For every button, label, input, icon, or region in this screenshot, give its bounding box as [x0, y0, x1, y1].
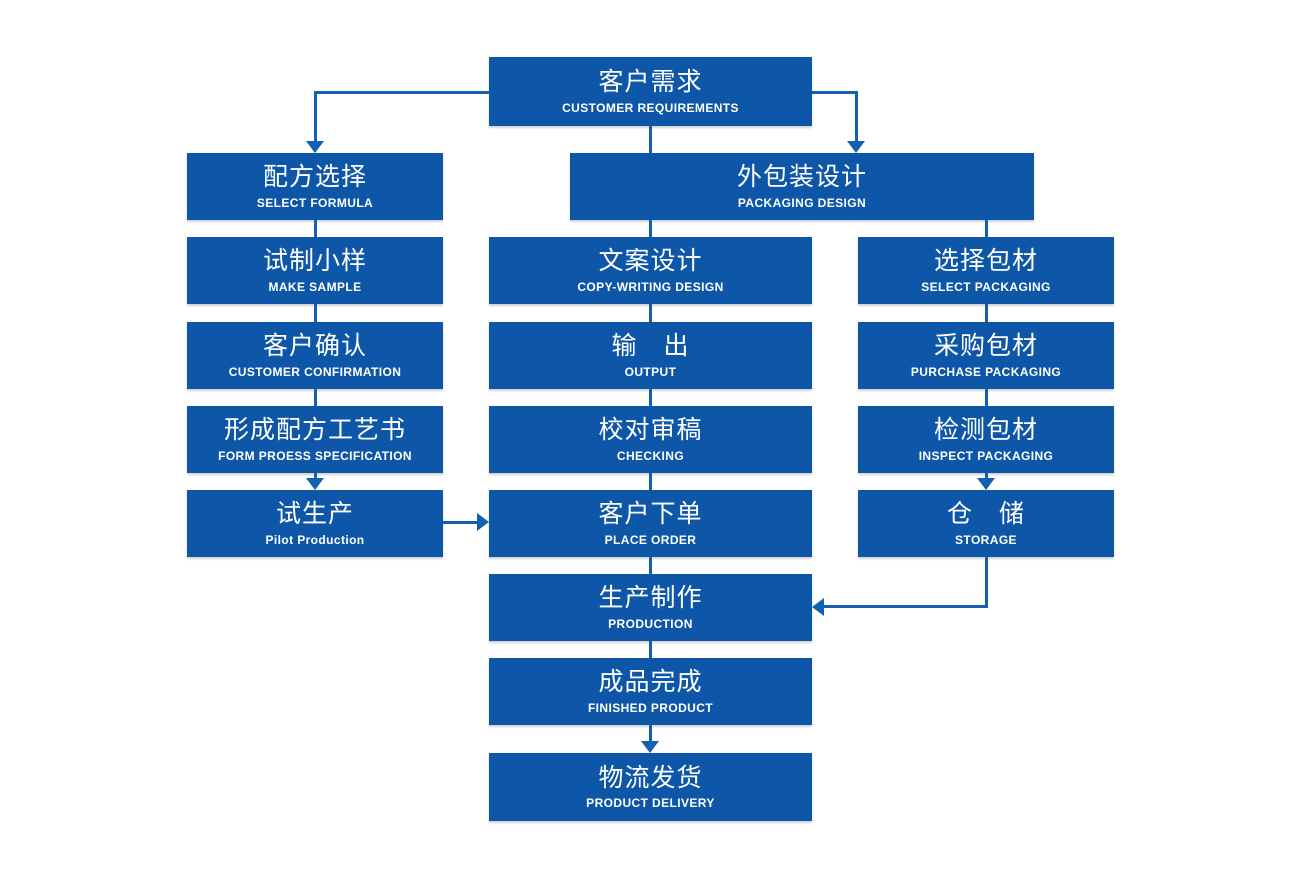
connector-requirements-to-packaging-center	[649, 126, 652, 153]
node-title-zh: 形成配方工艺书	[223, 416, 406, 445]
node-customer-confirmation: 客户确认 CUSTOMER CONFIRMATION	[187, 322, 443, 389]
node-make-sample: 试制小样 MAKE SAMPLE	[187, 237, 443, 304]
connector-production-to-finished	[649, 641, 652, 658]
connector-packaging-to-copywriting	[649, 220, 652, 237]
connector-checking-to-order	[649, 473, 652, 490]
arrowhead-into-product-delivery	[641, 741, 659, 753]
node-title-zh: 输 出	[611, 332, 690, 361]
node-subtitle-en: OUTPUT	[624, 364, 677, 379]
node-subtitle-en: PACKAGING DESIGN	[737, 195, 867, 210]
node-title-zh: 客户需求	[598, 68, 703, 97]
node-pilot-production: 试生产 Pilot Production	[187, 490, 443, 557]
node-subtitle-en: CUSTOMER REQUIREMENTS	[562, 100, 739, 115]
node-place-order: 客户下单 PLACE ORDER	[489, 490, 812, 557]
node-title-zh: 物流发货	[598, 763, 703, 792]
node-subtitle-en: SELECT FORMULA	[256, 195, 374, 210]
connector-specification-to-pilot	[314, 473, 317, 479]
connector-formula-to-sample	[314, 220, 317, 237]
node-title-zh: 生产制作	[598, 584, 703, 613]
node-form-process-specification: 形成配方工艺书 FORM PROESS SPECIFICATION	[187, 406, 443, 473]
connector-storage-to-production-vertical	[985, 557, 988, 608]
connector-sample-to-confirmation	[314, 304, 317, 322]
node-checking: 校对审稿 CHECKING	[489, 406, 812, 473]
node-subtitle-en: INSPECT PACKAGING	[918, 448, 1054, 463]
node-subtitle-en: CUSTOMER CONFIRMATION	[228, 364, 402, 379]
connector-purchase-to-inspect	[985, 389, 988, 406]
connector-output-to-checking	[649, 389, 652, 406]
node-title-zh: 成品完成	[598, 668, 703, 697]
arrowhead-into-production	[812, 598, 824, 616]
node-output: 输 出 OUTPUT	[489, 322, 812, 389]
node-title-zh: 客户确认	[262, 332, 367, 361]
arrowhead-into-select-formula	[306, 141, 324, 153]
node-title-zh: 选择包材	[933, 247, 1038, 276]
node-subtitle-en: PRODUCT DELIVERY	[586, 796, 715, 811]
connector-copywriting-to-output	[649, 304, 652, 322]
arrowhead-into-storage	[977, 478, 995, 490]
node-select-packaging: 选择包材 SELECT PACKAGING	[858, 237, 1114, 304]
node-production: 生产制作 PRODUCTION	[489, 574, 812, 641]
node-title-zh: 试制小样	[262, 247, 367, 276]
node-subtitle-en: PLACE ORDER	[604, 532, 697, 547]
node-copywriting-design: 文案设计 COPY-WRITING DESIGN	[489, 237, 812, 304]
node-subtitle-en: FINISHED PRODUCT	[587, 700, 714, 715]
arrowhead-into-packaging-design	[847, 141, 865, 153]
node-title-zh: 文案设计	[598, 247, 703, 276]
node-subtitle-en: MAKE SAMPLE	[268, 279, 362, 294]
connector-finished-to-delivery	[649, 725, 652, 741]
connector-select-to-purchase	[985, 304, 988, 322]
connector-pilot-to-order	[443, 521, 478, 524]
node-title-zh: 仓 储	[946, 500, 1025, 529]
node-subtitle-en: CHECKING	[616, 448, 685, 463]
connector-storage-to-production-horizontal	[823, 605, 988, 608]
node-subtitle-en: Pilot Production	[265, 532, 365, 547]
node-subtitle-en: COPY-WRITING DESIGN	[577, 279, 724, 294]
connector-requirements-to-packaging-horizontal	[812, 91, 858, 94]
node-purchase-packaging: 采购包材 PURCHASE PACKAGING	[858, 322, 1114, 389]
node-finished-product: 成品完成 FINISHED PRODUCT	[489, 658, 812, 725]
node-title-zh: 试生产	[275, 500, 354, 529]
connector-inspect-to-storage	[985, 473, 988, 479]
node-title-zh: 客户下单	[598, 500, 703, 529]
node-title-zh: 校对审稿	[598, 416, 703, 445]
node-subtitle-en: FORM PROESS SPECIFICATION	[218, 448, 412, 463]
connector-requirements-to-formula-vertical	[314, 91, 317, 141]
node-subtitle-en: PURCHASE PACKAGING	[910, 364, 1062, 379]
node-title-zh: 检测包材	[933, 416, 1038, 445]
node-title-zh: 配方选择	[262, 163, 367, 192]
connector-requirements-to-packaging-vertical	[855, 91, 858, 141]
node-customer-requirements: 客户需求 CUSTOMER REQUIREMENTS	[489, 57, 812, 126]
node-subtitle-en: SELECT PACKAGING	[921, 279, 1051, 294]
node-subtitle-en: STORAGE	[955, 532, 1017, 547]
connector-requirements-to-formula-horizontal	[316, 91, 490, 94]
connector-order-to-production	[649, 557, 652, 574]
node-title-zh: 外包装设计	[736, 163, 867, 192]
arrowhead-into-place-order	[477, 513, 489, 531]
node-packaging-design: 外包装设计 PACKAGING DESIGN	[570, 153, 1034, 220]
node-title-zh: 采购包材	[933, 332, 1038, 361]
node-storage: 仓 储 STORAGE	[858, 490, 1114, 557]
node-inspect-packaging: 检测包材 INSPECT PACKAGING	[858, 406, 1114, 473]
node-product-delivery: 物流发货 PRODUCT DELIVERY	[489, 753, 812, 821]
connector-confirmation-to-specification	[314, 389, 317, 406]
node-select-formula: 配方选择 SELECT FORMULA	[187, 153, 443, 220]
connector-packaging-to-select-packaging	[985, 220, 988, 237]
arrowhead-into-pilot-production	[306, 478, 324, 490]
node-subtitle-en: PRODUCTION	[608, 616, 693, 631]
